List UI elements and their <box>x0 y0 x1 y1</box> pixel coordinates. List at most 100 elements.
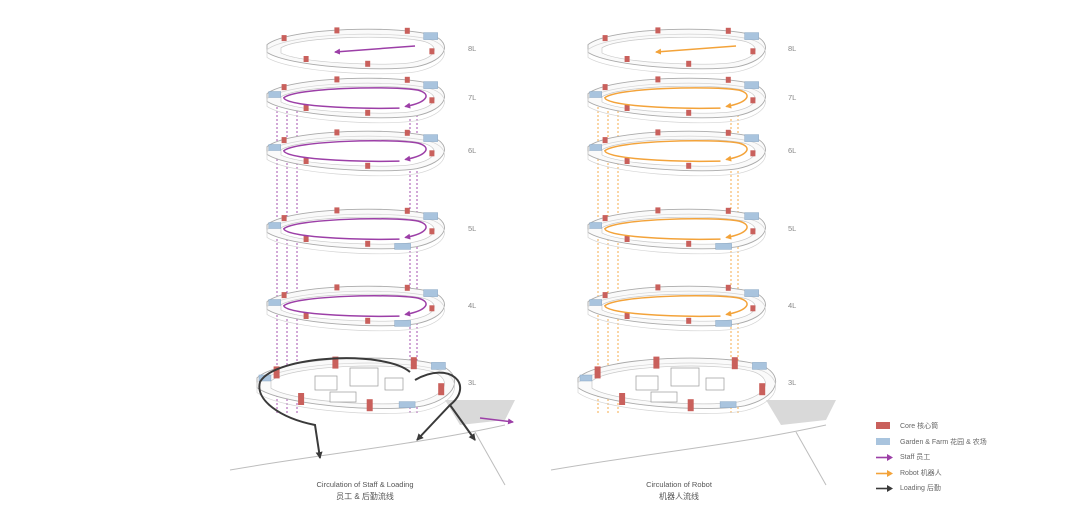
robot-floor-edge-4L <box>587 290 766 332</box>
robot-garden-3-c <box>715 243 732 250</box>
staff-core-0-3 <box>429 48 435 55</box>
staff-core-2-0 <box>281 137 287 144</box>
robot-garden-5-c <box>719 401 737 408</box>
robot-garden-0-a <box>744 32 759 40</box>
staff-core-2-2 <box>404 129 410 136</box>
staff-base-block-3 <box>329 391 357 403</box>
robot-core-0-2 <box>725 27 731 34</box>
staff-core-1-0 <box>281 84 287 91</box>
robot-garden-2-a <box>744 134 759 142</box>
staff-core-5-0 <box>273 366 280 379</box>
robot-core-3-3 <box>750 228 756 235</box>
robot-garden-5-b <box>579 374 593 382</box>
legend-label-staff: Staff 员工 <box>900 454 931 462</box>
staff-road-patch <box>445 400 515 425</box>
staff-garden-4-b <box>268 299 282 306</box>
robot-floor-edge-8L <box>587 33 766 75</box>
robot-floor-edge-5L <box>587 213 766 255</box>
robot-garden-2-b <box>589 144 603 151</box>
robot-core-5-2 <box>731 357 738 370</box>
robot-core-2-5 <box>624 158 630 164</box>
staff-garden-4-c <box>394 320 411 327</box>
loading-route-main <box>258 357 411 459</box>
staff-core-0-2 <box>404 27 410 34</box>
staff-core-4-4 <box>365 317 371 324</box>
staff-core-5-5 <box>298 393 305 405</box>
robot-floor-label-4L: 4L <box>788 301 796 310</box>
staff-core-3-1 <box>334 207 340 214</box>
staff-arrow-icon <box>876 454 893 462</box>
robot-route-5L <box>603 218 748 241</box>
staff-core-2-1 <box>334 129 340 136</box>
staff-core-1-1 <box>334 76 340 83</box>
robot-route-8L <box>655 45 737 55</box>
staff-garden-3-b <box>268 222 282 229</box>
staff-floor-edge-4L <box>266 290 445 332</box>
staff-route-7L <box>282 87 427 110</box>
staff-caption-en: Circulation of Staff & Loading <box>316 480 414 489</box>
loading-route-exit <box>449 404 476 441</box>
robot-core-3-4 <box>686 240 692 247</box>
staff-route-4L <box>282 295 427 318</box>
robot-core-4-4 <box>686 317 692 324</box>
robot-core-1-0 <box>602 84 608 91</box>
staff-panel-caption: Circulation of Staff & Loading 员工 & 后勤流线 <box>255 480 475 502</box>
legend: Core 核心筒 Garden & Farm 花园 & 农场 Staff 员工 … <box>876 420 1076 498</box>
robot-core-4-3 <box>750 305 756 312</box>
staff-core-5-3 <box>438 383 445 396</box>
staff-floor-edge-3L <box>256 362 455 414</box>
garden-swatch-icon <box>876 437 890 445</box>
robot-core-1-1 <box>655 76 661 83</box>
robot-core-0-0 <box>602 35 608 42</box>
staff-core-0-4 <box>365 60 371 67</box>
robot-route-4L <box>603 295 748 318</box>
robot-core-2-1 <box>655 129 661 136</box>
robot-floor-label-5L: 5L <box>788 224 796 233</box>
legend-label-core: Core 核心筒 <box>900 423 939 430</box>
staff-core-5-4 <box>366 399 373 412</box>
staff-core-0-5 <box>303 56 309 62</box>
staff-core-0-0 <box>281 35 287 42</box>
robot-road-patch <box>766 400 836 425</box>
staff-floor-edge-5L <box>266 213 445 255</box>
staff-base-block-1 <box>349 367 379 387</box>
robot-core-5-5 <box>619 393 626 405</box>
staff-core-4-2 <box>404 284 410 291</box>
staff-core-2-3 <box>429 150 435 157</box>
staff-floor-edge-7L <box>266 82 445 124</box>
legend-item-garden: Garden & Farm 花园 & 农场 <box>876 436 1076 449</box>
robot-floor-edge-6L <box>587 135 766 177</box>
robot-floor-edge-7L <box>587 82 766 124</box>
loading-arrow-icon <box>876 485 893 493</box>
staff-core-4-5 <box>303 313 309 319</box>
robot-garden-4-b <box>589 299 603 306</box>
robot-floor-label-8L: 8L <box>788 44 796 53</box>
robot-core-5-4 <box>687 399 694 412</box>
robot-arrow-icon <box>876 469 893 477</box>
staff-caption-zh: 员工 & 后勤流线 <box>336 492 394 501</box>
staff-base-block-0 <box>314 375 338 391</box>
robot-core-2-0 <box>602 137 608 144</box>
staff-route-8L <box>334 45 416 55</box>
staff-core-2-5 <box>303 158 309 164</box>
staff-core-4-3 <box>429 305 435 312</box>
robot-core-2-3 <box>750 150 756 157</box>
robot-core-3-2 <box>725 207 731 214</box>
robot-floor-label-6L: 6L <box>788 146 796 155</box>
staff-core-4-1 <box>334 284 340 291</box>
staff-route-6L <box>282 140 427 163</box>
staff-floor-label-7L: 7L <box>468 93 476 102</box>
robot-core-0-5 <box>624 56 630 62</box>
staff-road-edge <box>474 431 506 486</box>
staff-core-1-5 <box>303 105 309 111</box>
robot-road-edge <box>795 431 827 486</box>
robot-caption-en: Circulation of Robot <box>646 480 712 489</box>
robot-core-5-0 <box>594 366 601 379</box>
staff-floor-label-6L: 6L <box>468 146 476 155</box>
robot-floor-label-3L: 3L <box>788 378 796 387</box>
staff-floor-edge-8L <box>266 33 445 75</box>
staff-core-5-2 <box>410 357 417 370</box>
staff-base-block-2 <box>384 377 404 391</box>
robot-core-2-4 <box>686 162 692 169</box>
